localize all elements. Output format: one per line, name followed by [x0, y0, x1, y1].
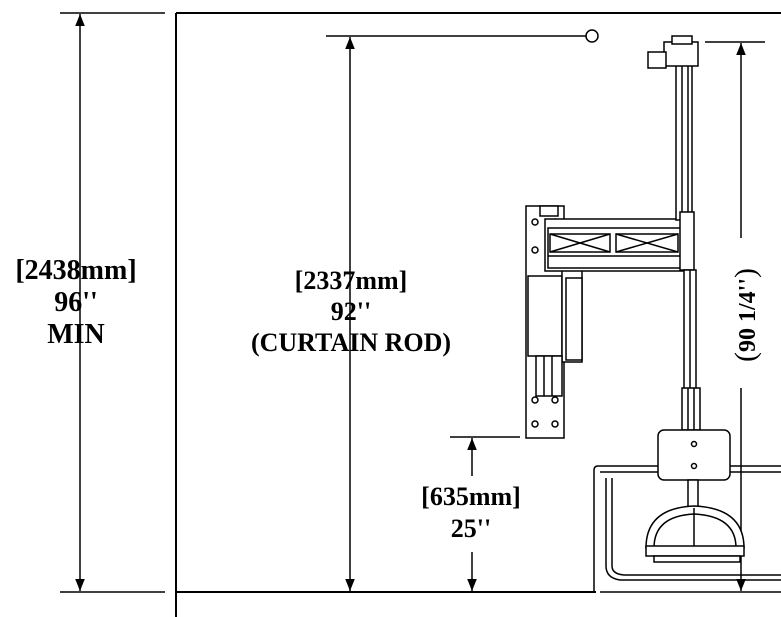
bolt: [531, 246, 539, 254]
bolt: [531, 218, 539, 226]
overall-height-metric: [2438mm]: [15, 255, 137, 286]
back-rest-bolt: [690, 440, 698, 448]
actuator-side: [565, 277, 583, 361]
tub-basin: [605, 478, 781, 581]
curtain-rod-label: [2337mm] 92'' (CURTAIN ROD): [215, 268, 487, 361]
overall-height-label: [2438mm] 96'' MIN: [0, 257, 152, 353]
lift-height-close-paren: ): [729, 267, 762, 278]
swing-arm: [544, 218, 691, 272]
seat-rail: [653, 555, 741, 563]
motor-top: [671, 35, 693, 45]
curtain-rod-imperial: 92'': [330, 297, 372, 326]
curtain-rod-metric: [2337mm]: [294, 266, 408, 295]
bolt: [551, 396, 559, 404]
lift-height-text: (90 1/4''): [729, 267, 762, 363]
seat-height-metric: [635mm]: [421, 482, 521, 511]
back-rest-bolt: [690, 462, 698, 470]
bolt: [551, 420, 559, 428]
mast-joint: [681, 387, 701, 431]
overall-height-note: MIN: [47, 319, 105, 350]
lift-height-label: (90 1/4''): [722, 245, 770, 385]
seat-height-imperial: 25'': [450, 514, 492, 543]
mount-bracket-top: [539, 205, 559, 217]
dim-seat-height: [450, 436, 520, 591]
vertical-mast: [647, 35, 701, 431]
dim-curtain-rod: [326, 29, 599, 591]
tub-basin-inner: [611, 478, 781, 576]
lift-height-open-paren: (: [729, 352, 762, 363]
seat-shell: [645, 505, 745, 549]
curtain-rod-end: [585, 29, 599, 43]
seat-pan: [645, 545, 745, 557]
room-outline: [175, 12, 781, 617]
arm-brace: [615, 233, 679, 253]
motor-cap: [647, 51, 667, 69]
bolt: [531, 420, 539, 428]
seat-post: [687, 479, 699, 509]
overall-height-imperial: 96'': [54, 287, 98, 318]
motor-head: [663, 41, 699, 67]
tub-rim: [593, 465, 781, 592]
back-rest: [657, 429, 731, 481]
actuator-lower: [535, 355, 563, 397]
dim-overall-height: [60, 12, 165, 593]
curtain-rod-note: (CURTAIN ROD): [250, 328, 452, 357]
arm-brace: [549, 233, 611, 253]
mast-collar: [679, 211, 695, 271]
dim-lift-height: [705, 41, 765, 591]
actuator-housing: [527, 275, 563, 357]
lift-height-value: 90 1/4'': [735, 277, 761, 353]
seat-height-label: [635mm] 25'': [396, 484, 546, 548]
mast-upper: [675, 49, 693, 221]
bolt: [531, 396, 539, 404]
lift-seat: [645, 429, 745, 563]
